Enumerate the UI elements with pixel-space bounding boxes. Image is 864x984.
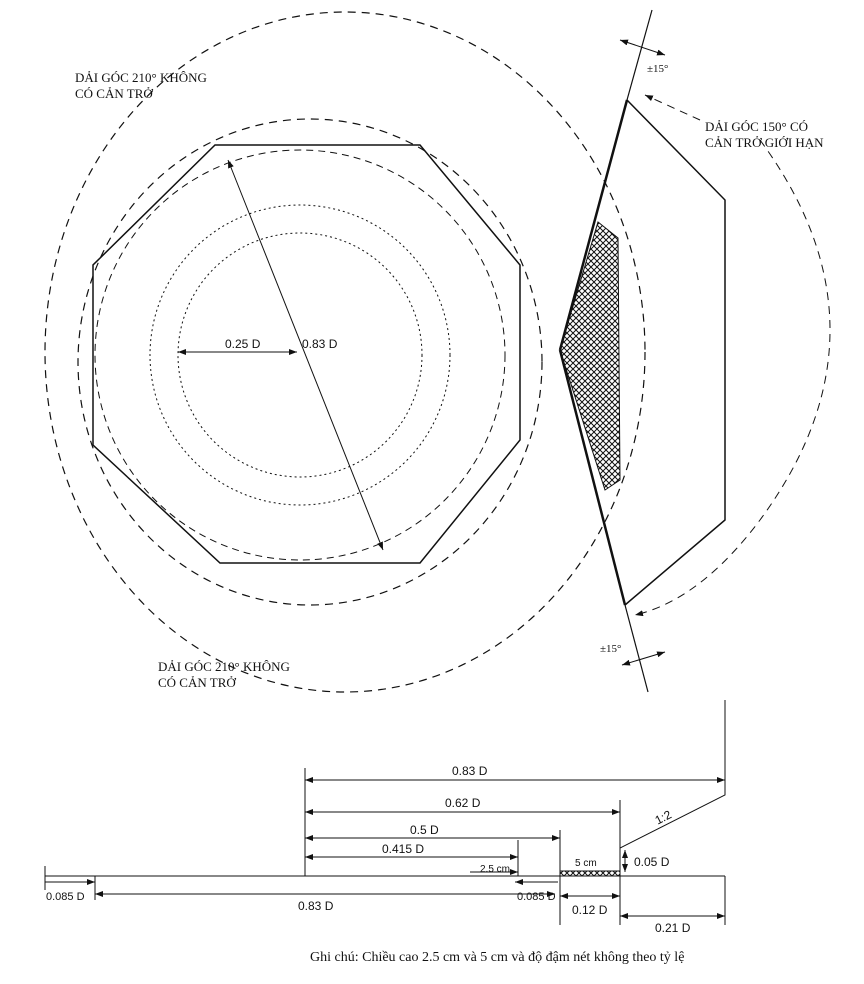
diameter-arrow — [227, 159, 384, 551]
dim-005: 0.05 D — [634, 855, 670, 869]
octagon-platform — [92, 144, 521, 564]
dim-0415: 0.415 D — [382, 842, 424, 856]
inner-zone-boundary — [77, 118, 543, 606]
dim-25cm: 2.5 cm — [480, 864, 510, 875]
boundary-line-top — [626, 9, 653, 101]
boundary-line-main-top — [558, 99, 629, 351]
dim-5cm: 5 cm — [575, 858, 597, 869]
zone-150-arc-top — [644, 94, 701, 121]
outer-zone-boundary — [44, 11, 646, 693]
dim-062: 0.62 D — [445, 796, 481, 810]
dim-012: 0.12 D — [572, 903, 608, 917]
dim-05: 0.5 D — [410, 823, 439, 837]
profile-section — [44, 700, 726, 925]
dim-083-top: 0.83 D — [452, 764, 488, 778]
hatched-area — [559, 221, 621, 491]
diameter-label: 0.83 D — [302, 337, 338, 351]
slope-label: 1:2 — [653, 807, 675, 827]
boundary-line-main-bottom — [558, 349, 627, 606]
dim-0085-left: 0.085 D — [46, 891, 85, 903]
ramp-outline — [624, 99, 726, 606]
radius-label: 0.25 D — [225, 337, 261, 351]
angle-label-bottom: ±15° — [600, 643, 621, 655]
dotted-circle-outer — [149, 204, 451, 506]
dashed-circle — [94, 149, 506, 561]
footnote: Ghi chú: Chiều cao 2.5 cm và 5 cm và độ … — [310, 950, 685, 965]
angle-label-top: ±15° — [647, 63, 668, 75]
dim-021: 0.21 D — [655, 921, 691, 935]
boundary-line-bottom — [624, 604, 649, 693]
angle-arrow-bottom — [621, 651, 666, 666]
dim-0085-right: 0.085 D — [517, 891, 556, 903]
dim-083-bottom: 0.83 D — [298, 899, 334, 913]
dotted-circle-inner — [177, 232, 423, 478]
zone-150-arc — [634, 139, 831, 617]
angle-arrow-top — [619, 39, 666, 56]
